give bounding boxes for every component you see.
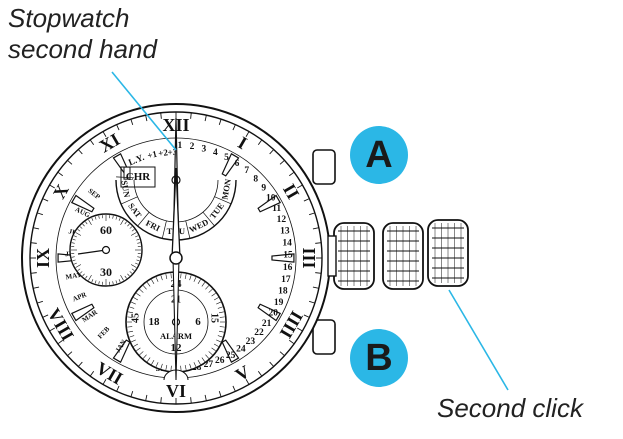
left-subdial-30: 30 (100, 265, 112, 279)
calendar-date: 23 (246, 337, 256, 347)
calendar-date: 16 (283, 263, 293, 273)
calendar-date: 10 (266, 193, 276, 203)
center-pivot (170, 252, 182, 264)
calendar-date: 9 (261, 183, 266, 193)
button-a-marker: A (350, 126, 408, 184)
minute-tick (315, 273, 321, 274)
minute-tick (191, 397, 192, 403)
calendar-date: 18 (278, 286, 288, 296)
calendar-date: 17 (281, 275, 291, 285)
calendar-date: 15 (283, 251, 293, 261)
alarm-subdial-15: 15 (209, 313, 220, 323)
minute-tick (31, 243, 37, 244)
calendar-date: 8 (253, 174, 258, 184)
calendar-date: 6 (235, 159, 240, 169)
alarm-subdial-6: 6 (195, 316, 201, 328)
calendar-date: 3 (201, 145, 206, 155)
minute-tick (161, 113, 162, 119)
crown-3 (428, 220, 468, 286)
stopwatch-label-line2: second hand (8, 34, 157, 65)
second-click-label: Second click (437, 393, 583, 424)
calendar-date: 2 (190, 142, 195, 152)
left-subdial: 60 30 (70, 214, 142, 286)
left-subdial-pivot (103, 247, 110, 254)
stopwatch-second-hand-label: Stopwatch second hand (8, 3, 157, 65)
crown-stem (328, 236, 336, 276)
calendar-date: 12 (277, 215, 287, 225)
button-b-marker: B (350, 329, 408, 387)
calendar-date: 4 (213, 148, 218, 158)
pusher-b (313, 320, 335, 354)
minute-tick (191, 113, 192, 119)
calendar-date: 19 (274, 298, 284, 308)
alarm-subdial-45: 45 (131, 313, 142, 323)
alarm-subdial-18: 18 (149, 316, 161, 328)
minute-tick (161, 397, 162, 403)
calendar-date: 1 (178, 141, 183, 151)
calendar-date: 13 (280, 227, 290, 237)
calendar-date: 14 (282, 239, 292, 249)
calendar-date: 26 (215, 356, 225, 366)
left-subdial-60: 60 (100, 223, 112, 237)
crown-group (328, 220, 468, 289)
calendar-date: 11 (272, 204, 281, 214)
roman-numeral-iii: III (299, 247, 319, 268)
roman-numeral-ix: IX (33, 248, 53, 268)
minute-tick (315, 243, 321, 244)
stopwatch-label-line1: Stopwatch (8, 3, 157, 34)
calendar-date: 25 (226, 351, 236, 361)
calendar-date: 22 (254, 328, 264, 338)
crown-2 (383, 223, 423, 289)
pusher-a (313, 150, 335, 184)
calendar-date: 24 (236, 344, 246, 354)
crown-1 (334, 223, 374, 289)
minute-tick (31, 273, 37, 274)
calendar-date: 20 (268, 309, 278, 319)
roman-numeral-vi: VI (166, 381, 186, 401)
calendar-date: 5 (224, 153, 229, 163)
second-click-callout-line (449, 290, 508, 390)
calendar-date: 7 (244, 166, 249, 176)
